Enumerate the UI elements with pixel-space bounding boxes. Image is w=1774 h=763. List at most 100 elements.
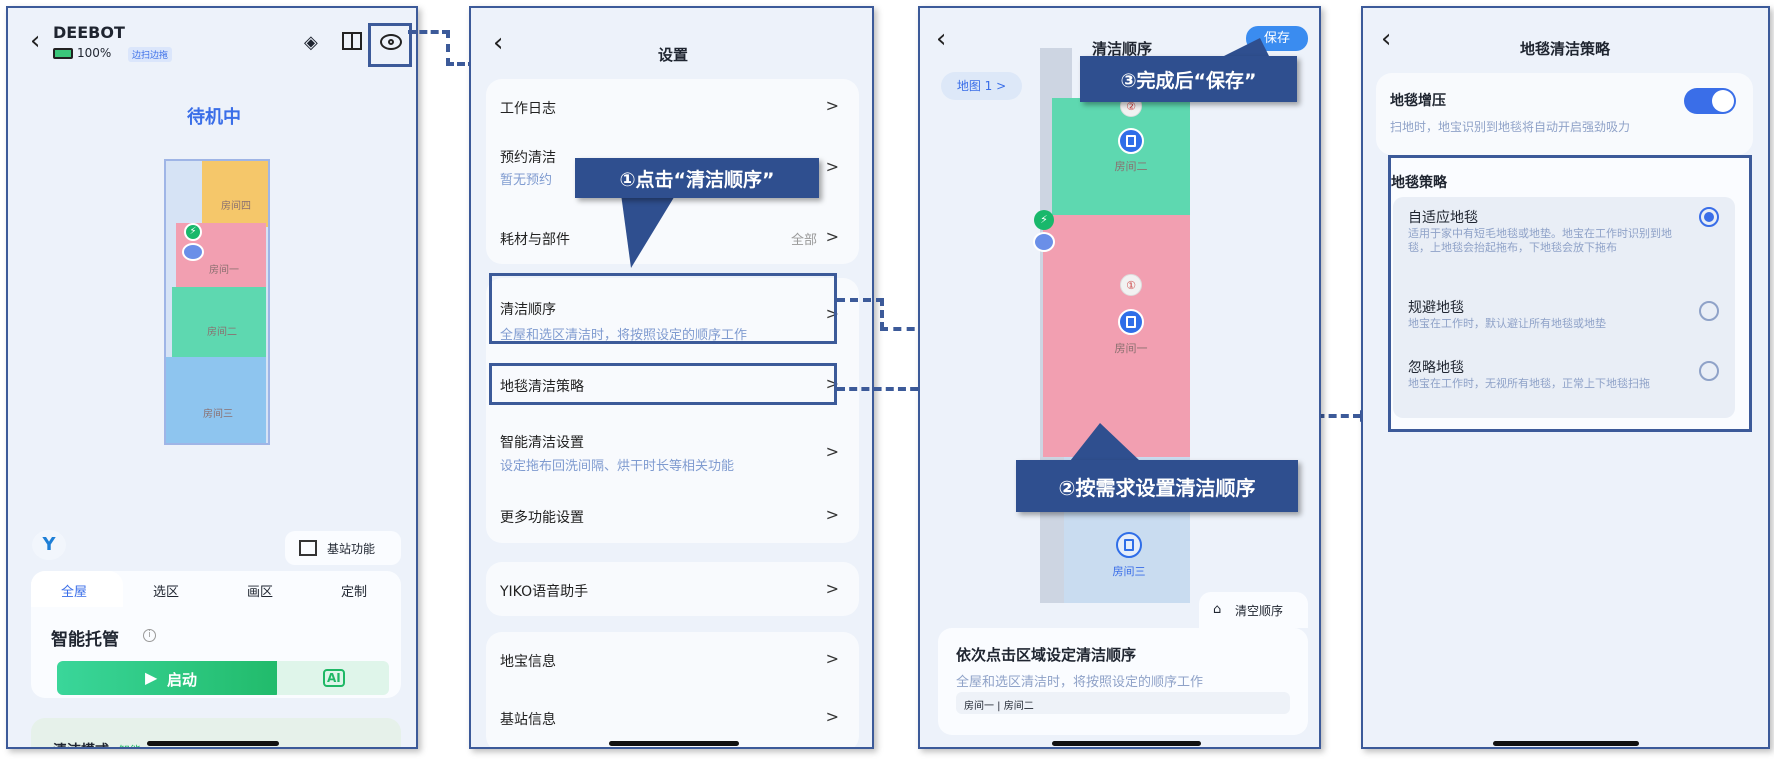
room-icon[interactable] xyxy=(1118,309,1144,335)
back-icon[interactable]: ‹ xyxy=(493,28,504,58)
start-label: 启动 xyxy=(167,671,198,689)
map-edit-icon[interactable] xyxy=(342,32,362,50)
home-indicator xyxy=(147,741,279,746)
settings-screen: ‹ 设置 工作日志> 预约清洁暂无预约> 耗材与部件全部> 清洁顺序全屋和选区清… xyxy=(469,6,874,749)
menu-sub: 暂无预约 xyxy=(500,173,553,188)
tab-whole-house[interactable]: 全屋 xyxy=(31,571,123,607)
option-label: 规避地毯 xyxy=(1408,300,1464,316)
map-selector-chip[interactable]: 地图 1 > xyxy=(941,72,1022,100)
radio-selected[interactable] xyxy=(1699,207,1719,227)
order-map[interactable] xyxy=(1040,48,1190,603)
cleaning-order-highlight xyxy=(489,273,837,344)
mode-card: 全屋 选区 画区 定制 智能托管 i ▶ 启动 AI xyxy=(31,571,401,698)
robot-icon xyxy=(1033,232,1055,252)
info-title: 依次点击区域设定清洁顺序 xyxy=(956,646,1137,664)
order-sequence: 房间一 | 房间二 xyxy=(956,692,1290,714)
layers-icon[interactable]: ◈ xyxy=(304,32,318,53)
room-icon[interactable] xyxy=(1116,532,1142,558)
room-label: 房间一 xyxy=(1114,342,1148,355)
menu-smart-clean[interactable]: 智能清洁设置设定拖布回洗间隔、烘干时长等相关功能> xyxy=(486,418,859,476)
room-1[interactable] xyxy=(1043,215,1190,457)
menu-consumables[interactable]: 耗材与部件全部> xyxy=(486,209,859,259)
connector-line xyxy=(446,30,450,66)
callout-pointer xyxy=(621,194,676,268)
charger-icon: ⚡ xyxy=(1034,210,1054,230)
menu-station-info[interactable]: 基站信息 > xyxy=(486,690,859,746)
back-icon[interactable]: ‹ xyxy=(1381,24,1392,54)
option-label: 自适应地毯 xyxy=(1408,210,1478,226)
chevron-right-icon: > xyxy=(825,707,839,726)
menu-cleaning-order[interactable]: 清洁顺序全屋和选区清洁时，将按照设定的顺序工作> xyxy=(486,278,859,343)
boost-toggle[interactable] xyxy=(1684,88,1736,114)
menu-label: 地宝信息 xyxy=(500,654,556,670)
chevron-right-icon: > xyxy=(825,579,839,598)
order-badge: ① xyxy=(1120,274,1142,296)
strategy-title: 地毯策略 xyxy=(1391,175,1447,191)
room-label: 房间二 xyxy=(207,327,237,338)
room-label: 房间四 xyxy=(221,201,251,212)
clear-order-button[interactable]: ⌂ 清空顺序 xyxy=(1199,592,1308,628)
tab-select-area[interactable]: 选区 xyxy=(153,585,180,600)
info-subtitle: 全屋和选区清洁时，将按照设定的顺序工作 xyxy=(956,675,1204,690)
settings-group: 清洁顺序全屋和选区清洁时，将按照设定的顺序工作> 地毯清洁策略> 智能清洁设置设… xyxy=(486,278,859,543)
room-2[interactable] xyxy=(172,287,266,357)
battery-icon xyxy=(53,48,73,59)
menu-yiko[interactable]: YIKO语音助手 > xyxy=(486,562,859,616)
status-text: 待机中 xyxy=(187,107,241,128)
room-4[interactable] xyxy=(202,161,268,227)
menu-label: YIKO语音助手 xyxy=(500,584,589,600)
chevron-right-icon: > xyxy=(825,442,839,461)
connector-line xyxy=(446,62,476,66)
option-label: 忽略地毯 xyxy=(1408,360,1464,376)
tab-custom[interactable]: 定制 xyxy=(341,585,368,600)
settings-icon[interactable] xyxy=(380,34,402,50)
home-map[interactable]: 房间四 房间一 房间二 房间三 ⚡ xyxy=(164,159,270,445)
ai-icon: AI xyxy=(323,669,345,687)
connector-line xyxy=(837,298,884,302)
clean-mode-label: 清洁模式 xyxy=(53,740,109,747)
menu-robot-info[interactable]: 地宝信息 > xyxy=(486,632,859,688)
callout-pointer xyxy=(1220,38,1270,58)
home-indicator xyxy=(1052,741,1201,746)
menu-work-log[interactable]: 工作日志> xyxy=(486,79,859,129)
room-3[interactable] xyxy=(166,357,266,443)
tab-draw-area[interactable]: 画区 xyxy=(247,585,274,600)
radio-unselected[interactable] xyxy=(1699,361,1719,381)
carpet-strategy-screen: ‹ 地毯清洁策略 地毯增压 扫地时，地宝识别到地毯将自动开启强劲吸力 地毯策略 … xyxy=(1361,6,1770,749)
option-avoid[interactable]: 规避地毯 地宝在工作时，默认避让所有地毯或地垫 xyxy=(1393,287,1735,337)
boost-desc: 扫地时，地宝识别到地毯将自动开启强劲吸力 xyxy=(1390,120,1631,134)
settings-highlight xyxy=(368,23,412,67)
menu-label: 基站信息 xyxy=(500,712,556,728)
ai-button[interactable]: AI xyxy=(277,661,389,695)
menu-label: 更多功能设置 xyxy=(500,510,584,526)
option-adaptive[interactable]: 自适应地毯 适用于家中有短毛地毯或地垫。地宝在工作时识别到地毯，上地毯会抬起拖布… xyxy=(1393,197,1735,277)
room-icon[interactable] xyxy=(1118,128,1144,154)
callout-pointer xyxy=(1070,423,1140,461)
chevron-right-icon: > xyxy=(825,157,839,176)
charger-icon: ⚡ xyxy=(184,223,202,241)
back-icon[interactable]: ‹ xyxy=(936,24,947,54)
connector-line xyxy=(408,30,450,34)
settings-group: YIKO语音助手 > xyxy=(486,562,859,616)
callout-step2: ②按需求设置清洁顺序 xyxy=(1016,460,1298,512)
back-icon[interactable]: ‹ xyxy=(30,26,41,56)
radio-unselected[interactable] xyxy=(1699,301,1719,321)
menu-scheduled-clean[interactable]: 预约清洁暂无预约> xyxy=(486,131,859,193)
carpet-strategy-highlight xyxy=(489,363,837,405)
station-button[interactable]: 基站功能 xyxy=(285,531,401,565)
chevron-right-icon: > xyxy=(825,649,839,668)
option-desc: 适用于家中有短毛地毯或地垫。地宝在工作时识别到地毯，上地毯会抬起拖布，下地毯会放… xyxy=(1408,227,1672,254)
station-icon xyxy=(299,540,317,556)
cleaning-order-screen: ② 房间二 ① 房间一 房间三 ⚡ ‹ 清洁顺序 保存 地图 1 > ③完成后“… xyxy=(918,6,1321,749)
station-label: 基站功能 xyxy=(327,542,376,556)
yiko-icon[interactable]: Y xyxy=(32,530,66,560)
room-2[interactable] xyxy=(1052,98,1190,215)
page-title: 设置 xyxy=(657,46,689,64)
menu-more-settings[interactable]: 更多功能设置> xyxy=(486,492,859,538)
clean-mode-value: 智能 xyxy=(119,742,141,747)
info-icon[interactable]: i xyxy=(143,629,156,642)
start-button[interactable]: ▶ 启动 xyxy=(57,661,301,695)
option-ignore[interactable]: 忽略地毯 地宝在工作时，无视所有地毯，正常上下地毯扫拖 xyxy=(1393,347,1735,413)
tab-label: 全屋 xyxy=(61,585,88,600)
chevron-right-icon: > xyxy=(825,96,839,115)
